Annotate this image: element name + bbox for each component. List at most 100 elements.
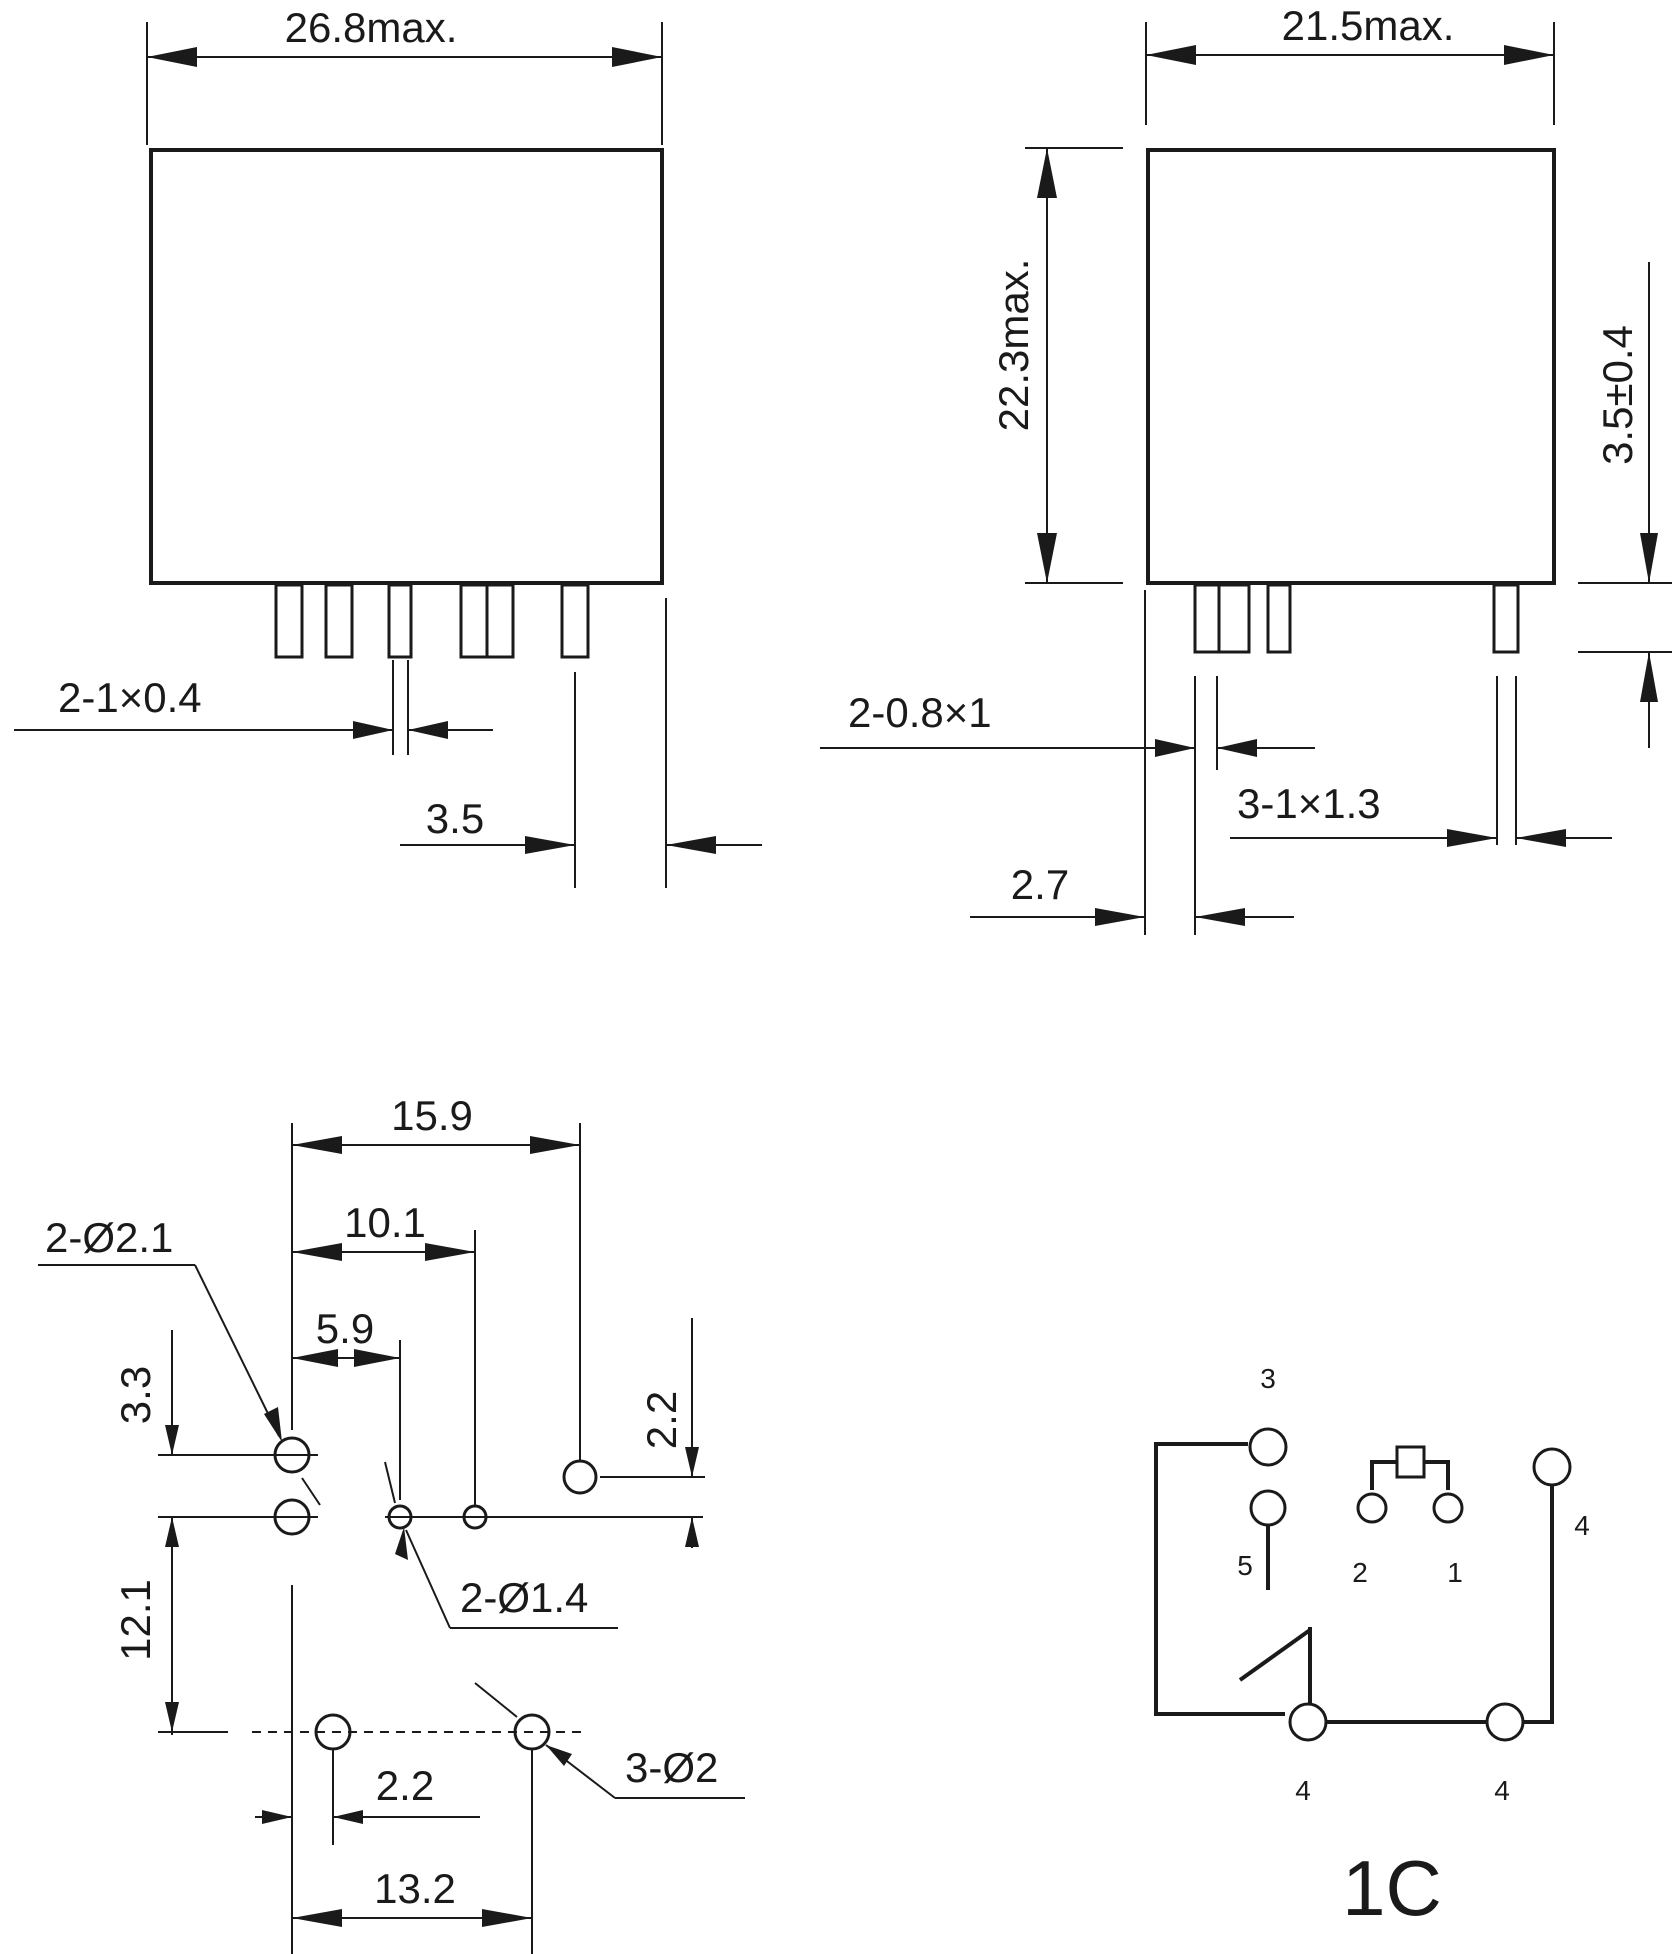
hole-2-upper-right	[562, 1459, 598, 1495]
pin	[274, 583, 304, 659]
hole-label-3-d2: 3-Ø2	[625, 1744, 718, 1791]
pin-label-5: 5	[1237, 1550, 1253, 1581]
dim-5-9: 5.9	[316, 1305, 374, 1352]
arrowhead	[1217, 739, 1257, 757]
arrowhead	[165, 1425, 179, 1455]
wire	[1523, 1485, 1554, 1724]
dim-2-2-right: 2.2	[638, 1391, 685, 1449]
leader-line	[405, 1529, 451, 1629]
pin	[387, 583, 413, 659]
pin-label-1: 1	[1447, 1557, 1463, 1588]
dim-height-22-3: 22.3max.	[990, 259, 1037, 432]
dim-width-26-8: 26.8max.	[285, 4, 458, 51]
dim-width-21-5: 21.5max.	[1282, 2, 1455, 49]
arrowhead	[425, 1243, 475, 1261]
wire	[1154, 1442, 1285, 1716]
relay-schematic: 3 5 2 1 4 4 4 1C	[1154, 1363, 1590, 1932]
arrowhead	[264, 1407, 282, 1442]
arrowhead	[1037, 533, 1057, 583]
terminal-4-bottom-right	[1485, 1702, 1525, 1742]
arrowhead	[1516, 829, 1566, 847]
dim-3-3: 3.3	[112, 1366, 159, 1424]
arrowhead	[292, 1349, 338, 1367]
pin-label-4-bottom-right: 4	[1494, 1775, 1510, 1806]
terminal-4-right	[1532, 1447, 1572, 1487]
wire	[1370, 1460, 1397, 1490]
pin	[1217, 583, 1251, 654]
pcb-layout: 15.9 10.1 5.9 3.3 12.1 2.2 2.2	[38, 1092, 745, 1954]
arrowhead	[1447, 829, 1497, 847]
arrowhead	[1195, 908, 1245, 926]
front-view-pins	[274, 583, 590, 659]
arrowhead	[147, 47, 197, 67]
arrowhead	[165, 1702, 179, 1732]
arrowhead	[353, 721, 393, 739]
arrowhead	[292, 1909, 342, 1927]
arrowhead	[395, 1527, 408, 1560]
terminal-5	[1249, 1489, 1287, 1527]
front-view-body	[149, 148, 664, 585]
arrowhead	[525, 836, 575, 854]
dim-pitch-2-7: 2.7	[1011, 861, 1069, 908]
dim-15-9: 15.9	[391, 1092, 473, 1139]
dim-terminal-2-1x0-4: 2-1×0.4	[58, 674, 202, 721]
leader-line	[474, 1682, 518, 1718]
coil-symbol	[1395, 1445, 1426, 1479]
leader-line	[384, 1461, 396, 1504]
terminal-4-bottom-left	[1288, 1702, 1328, 1742]
front-view: 26.8max. 2-1×0.4 3.5	[14, 4, 762, 888]
arrowhead	[1640, 652, 1658, 702]
pin	[1266, 583, 1292, 654]
arrowhead	[1155, 739, 1195, 757]
pin	[485, 583, 515, 659]
dim-pin-length-3-5: 3.5±0.4	[1594, 325, 1641, 465]
arrowhead	[408, 721, 448, 739]
terminal-1	[1432, 1492, 1464, 1524]
dim-terminal-3-1x1-3: 3-1×1.3	[1237, 780, 1381, 827]
pin-label-2: 2	[1352, 1557, 1368, 1588]
contact-form-label: 1C	[1342, 1844, 1442, 1932]
pin	[1193, 583, 1221, 654]
arrowhead	[612, 47, 662, 67]
pin	[560, 583, 590, 659]
arrowhead	[354, 1349, 400, 1367]
arrowhead	[1095, 908, 1145, 926]
pin-label-4-bottom-left: 4	[1295, 1775, 1311, 1806]
arrowhead	[685, 1517, 699, 1547]
arrowhead	[292, 1136, 342, 1154]
arrowhead	[1146, 45, 1196, 65]
dim-terminal-2-0-8x1: 2-0.8×1	[848, 689, 992, 736]
arrowhead	[530, 1136, 580, 1154]
terminal-3	[1248, 1427, 1288, 1467]
arrowhead	[262, 1810, 292, 1824]
leader-line	[301, 1477, 321, 1506]
dim-10-1: 10.1	[344, 1199, 426, 1246]
side-view-body	[1146, 148, 1556, 585]
hole-label-2-d1-4: 2-Ø1.4	[460, 1574, 588, 1621]
pin-label-4-right: 4	[1574, 1510, 1590, 1541]
pin	[1492, 583, 1520, 654]
dim-12-1: 12.1	[112, 1579, 159, 1661]
arrowhead	[1640, 533, 1658, 583]
pin-label-3: 3	[1260, 1363, 1276, 1394]
hole-label-2-d2-1: 2-Ø2.1	[45, 1214, 173, 1261]
terminal-2	[1356, 1492, 1388, 1524]
wire	[1424, 1460, 1450, 1490]
arrowhead	[165, 1517, 179, 1547]
arrowhead	[292, 1243, 342, 1261]
dim-pitch-3-5: 3.5	[426, 795, 484, 842]
arrowhead	[333, 1810, 363, 1824]
arrowhead	[666, 836, 716, 854]
switch-blade	[1238, 1628, 1312, 1682]
arrowhead	[546, 1745, 572, 1766]
pin	[324, 583, 354, 659]
dim-13-2: 13.2	[374, 1865, 456, 1912]
arrowhead	[1504, 45, 1554, 65]
dim-2-2-bottom: 2.2	[376, 1762, 434, 1809]
arrowhead	[685, 1447, 699, 1477]
arrowhead	[1037, 148, 1057, 198]
arrowhead	[482, 1909, 532, 1927]
leader-line	[194, 1264, 280, 1437]
pin	[459, 583, 489, 659]
